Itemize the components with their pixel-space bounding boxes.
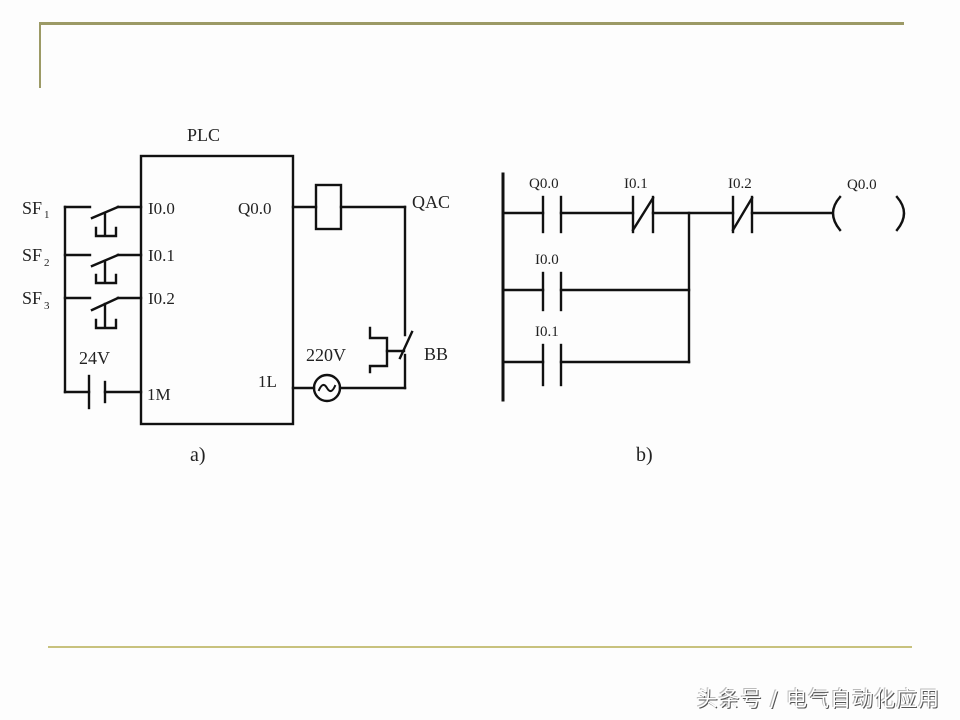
switch-label-sub: 2 — [44, 257, 50, 269]
switch-label: SF — [22, 198, 42, 218]
switch-sf2: SF 2 I0.1 — [22, 245, 175, 285]
switch-sf1: SF 1 I0.0 — [22, 198, 175, 238]
contact-i0-1-no: I0.1 — [535, 324, 563, 387]
switch-label-sub: 3 — [44, 300, 50, 312]
contact-q0-0-no: Q0.0 — [529, 176, 563, 234]
diagram-a: PLC SF 1 I0.0 SF 2 I0.1 — [22, 125, 450, 466]
caption-b: b) — [636, 444, 653, 466]
terminal-label: I0.2 — [148, 289, 175, 308]
contact-i0-2-nc: I0.2 — [728, 176, 754, 234]
watermark: 头条号 / 电气自动化应用 — [696, 687, 940, 711]
contact-label: I0.2 — [728, 176, 752, 192]
contact-i0-0-no: I0.0 — [535, 252, 563, 312]
slide-top-rule — [39, 22, 904, 25]
diagram-b: Q0.0 I0.1 I0.2 Q0.0 I0.0 — [501, 172, 906, 466]
thermal-relay-label: BB — [424, 344, 448, 364]
contact-label: Q0.0 — [529, 176, 559, 192]
output-terminal-label: Q0.0 — [238, 199, 272, 218]
contactor-coil-qac: QAC — [291, 183, 450, 231]
ac-supply-220v: 220V — [291, 345, 407, 403]
ac-voltage-label: 220V — [306, 345, 346, 365]
common-terminal-label: 1M — [147, 385, 171, 404]
switch-label-sub: 1 — [44, 209, 50, 221]
contactor-label: QAC — [412, 192, 450, 212]
switch-sf3: SF 3 I0.2 — [22, 288, 175, 330]
switch-label: SF — [22, 288, 42, 308]
contact-i0-1-nc: I0.1 — [624, 176, 655, 234]
output-common-label: 1L — [258, 372, 277, 391]
contact-label: I0.0 — [535, 252, 559, 268]
dc-supply-24v: 24V 1M — [63, 348, 171, 410]
plc-title: PLC — [187, 125, 220, 145]
terminal-label: I0.0 — [148, 199, 175, 218]
plc-box — [139, 154, 295, 426]
coil-q0-0: Q0.0 — [831, 177, 906, 232]
contact-label: I0.1 — [535, 324, 559, 340]
dc-voltage-label: 24V — [79, 348, 110, 368]
coil-label: Q0.0 — [847, 177, 877, 193]
slide-bottom-rule — [48, 646, 912, 648]
caption-a: a) — [190, 444, 206, 466]
contact-label: I0.1 — [624, 176, 648, 192]
slide-left-rule — [39, 22, 41, 88]
switch-label: SF — [22, 245, 42, 265]
thermal-relay-bb: BB — [368, 205, 448, 390]
terminal-label: I0.1 — [148, 246, 175, 265]
